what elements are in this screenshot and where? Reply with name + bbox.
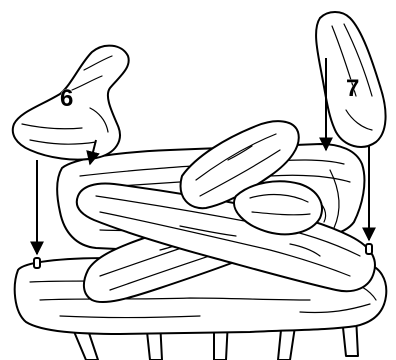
pin-left <box>34 258 40 268</box>
callout-log-7: 7 <box>346 75 359 102</box>
pin-right <box>366 244 372 254</box>
callout-log-6: 6 <box>60 85 73 112</box>
